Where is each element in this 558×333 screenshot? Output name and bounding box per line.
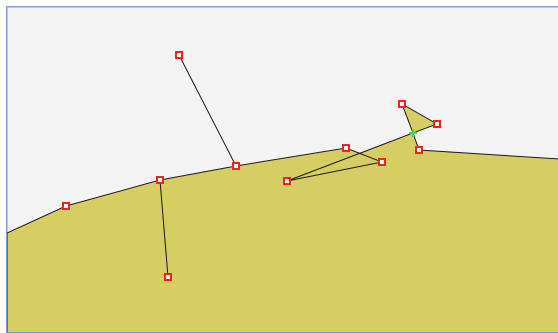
vertex-handles <box>62 51 441 281</box>
vertex-handle-icon[interactable] <box>433 120 441 128</box>
vertex-handle-icon[interactable] <box>232 162 240 170</box>
cross-vertex-icon[interactable] <box>409 129 417 137</box>
line-segment-upper[interactable] <box>178 54 237 167</box>
vertex-handle-icon[interactable] <box>415 146 423 154</box>
vertex-handle-icon[interactable] <box>156 176 164 184</box>
vertex-handle-icon[interactable] <box>398 100 406 108</box>
vertex-handle-icon[interactable] <box>283 177 291 185</box>
map-canvas[interactable] <box>6 6 558 333</box>
polygon-shape[interactable] <box>7 102 558 333</box>
geometry-editor-svg[interactable] <box>7 7 558 333</box>
vertex-handle-icon[interactable] <box>164 273 172 281</box>
vertex-handle-icon[interactable] <box>62 202 70 210</box>
line-segment-lower[interactable] <box>159 179 169 278</box>
vertex-handle-icon[interactable] <box>175 51 183 59</box>
vertex-handle-icon[interactable] <box>342 144 350 152</box>
vertex-handle-icon[interactable] <box>378 158 386 166</box>
